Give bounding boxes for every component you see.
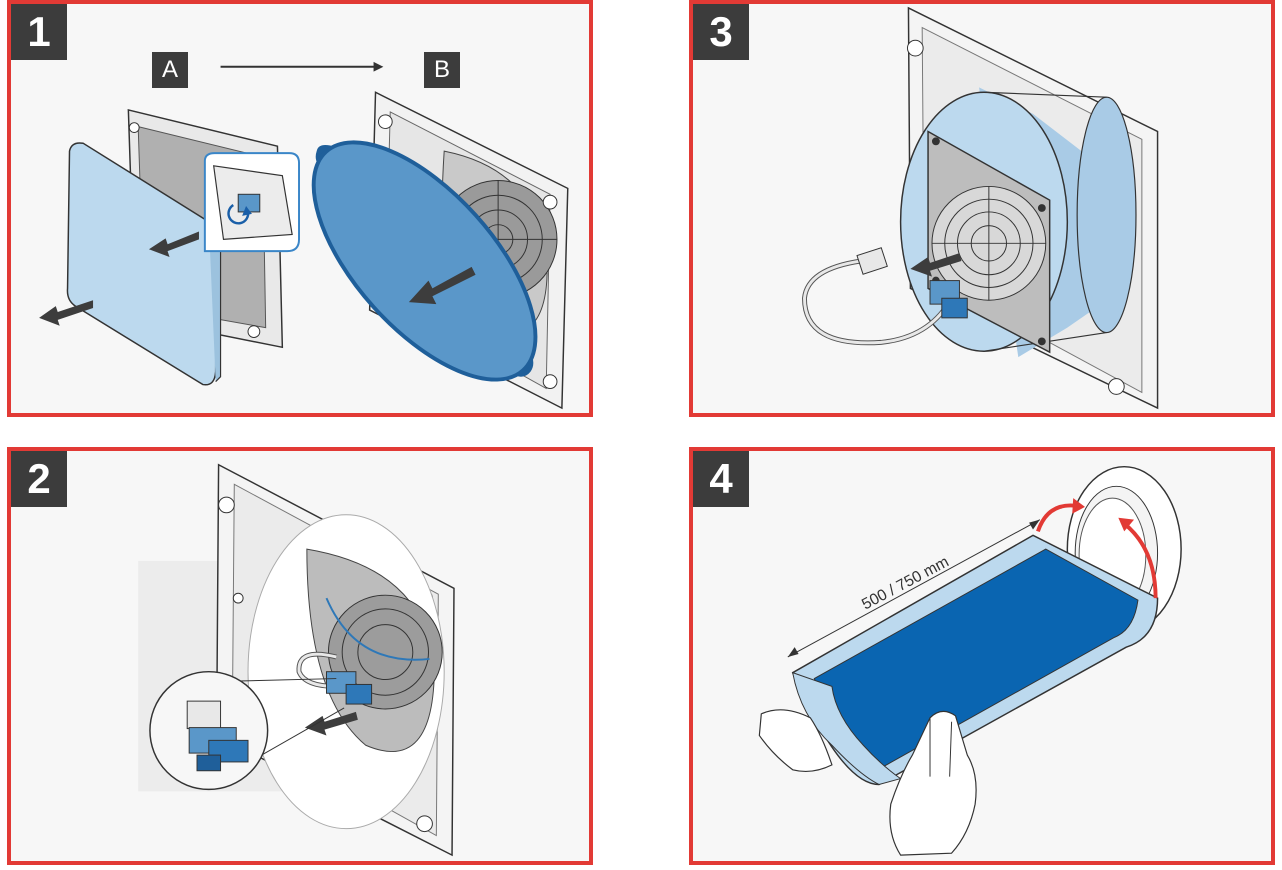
cover-removal-illustration: [39, 61, 569, 410]
pull-arrow-icon: [304, 711, 358, 736]
front-cover: [66, 142, 222, 386]
step-number-badge: 4: [693, 451, 749, 507]
step-1-panel: 1 A B: [7, 0, 593, 417]
step-4-panel: 4 500 / 750 mm: [689, 447, 1275, 865]
clip-detail-callout: [203, 152, 300, 253]
power-cable: [296, 651, 337, 689]
pull-arrow-icon: [39, 231, 199, 326]
length-dimension-line: [787, 519, 1041, 658]
power-cable: [802, 247, 954, 346]
step-number-badge: 3: [693, 4, 749, 60]
sub-step-label-b: B: [424, 52, 460, 88]
step-number-badge: 2: [11, 451, 67, 507]
pull-arrow-icon-b: [408, 266, 476, 305]
step-2-panel: 2: [7, 447, 593, 865]
step-3-panel: 3: [689, 0, 1275, 417]
liner-insertion-illustration: 500 / 750 mm: [758, 465, 1182, 856]
hands-illustration: [758, 709, 977, 856]
sequence-arrow-icon: [220, 61, 384, 72]
terminal-block: [325, 671, 373, 705]
fan-removal-illustration: [802, 6, 1159, 410]
pull-arrow-icon: [910, 253, 962, 277]
half-pipe-liner: [791, 534, 1159, 786]
connector-unplug-illustration: [138, 463, 455, 857]
connector-detail-magnifier: [149, 670, 345, 791]
step-number-badge: 1: [11, 4, 67, 60]
terminal-block: [929, 280, 968, 319]
inner-blue-panel: [311, 140, 538, 382]
rotate-arrow-icon: [1036, 498, 1158, 599]
sub-step-label-a: A: [152, 52, 188, 88]
